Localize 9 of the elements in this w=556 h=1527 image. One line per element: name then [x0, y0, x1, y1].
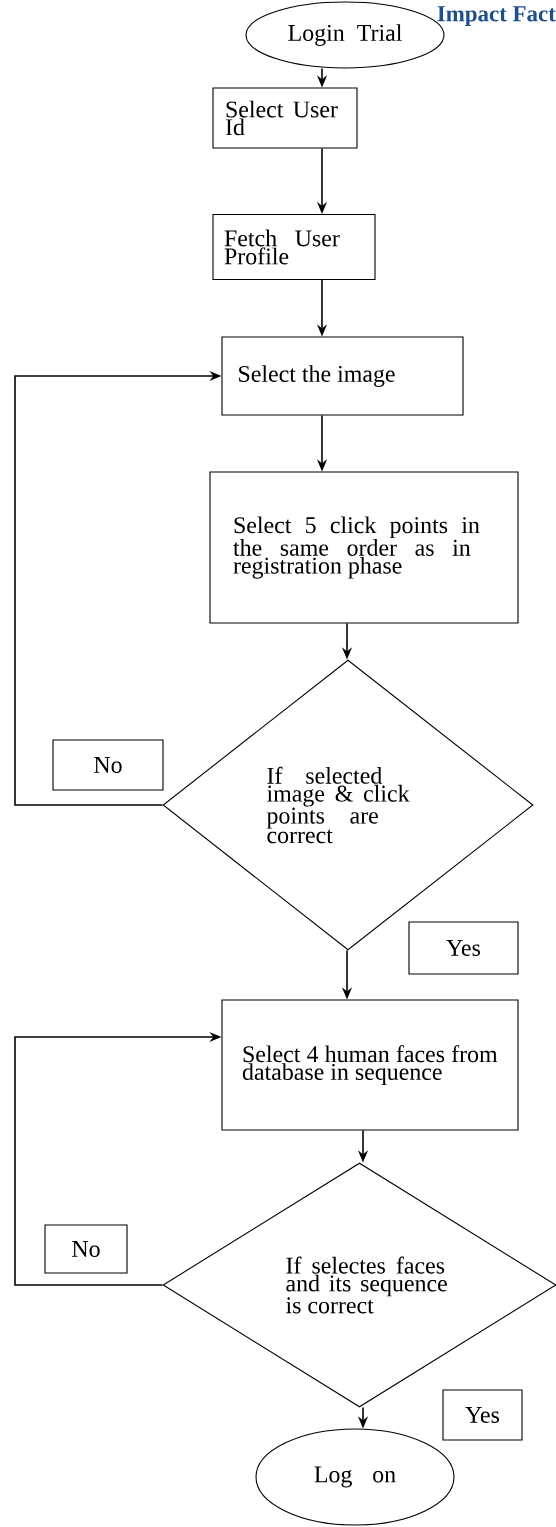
process-box: Select the image — [221, 336, 464, 416]
process-box: Select User Id — [212, 87, 358, 149]
answer-box: Yes — [408, 921, 519, 975]
answer-box: Yes — [442, 1389, 523, 1441]
process-box: Select 4 human faces from database in sequence — [221, 999, 519, 1131]
answer-box: No — [52, 739, 164, 791]
process-box: Select 5 click points in the same order as in registration phase — [209, 471, 519, 624]
process-box: Fetch User Profile — [212, 213, 376, 281]
answer-box: No — [44, 1224, 128, 1274]
